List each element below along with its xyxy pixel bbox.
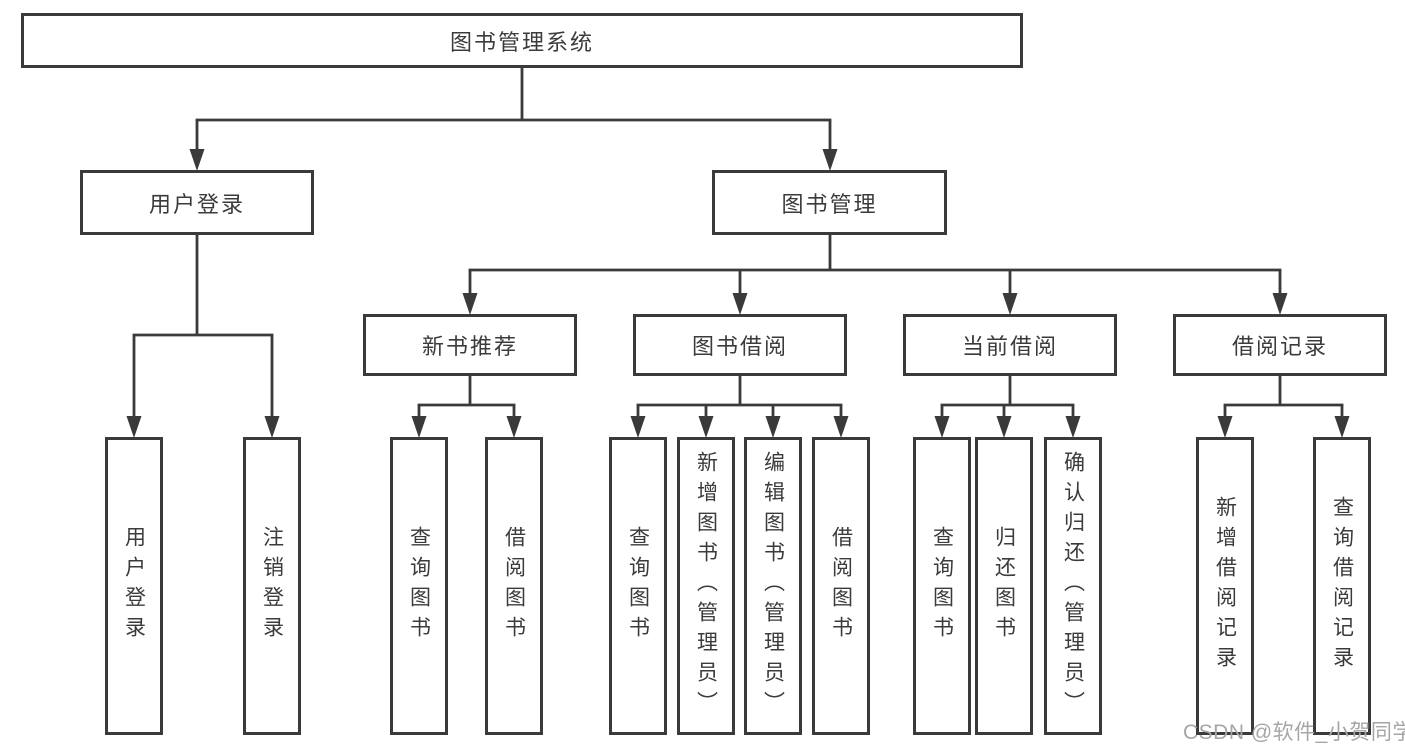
leaf-query-books-current: 查询图书 bbox=[913, 437, 971, 735]
leaf-user-login: 用户登录 bbox=[105, 437, 163, 735]
leaf-borrow-books-recommend: 借阅图书 bbox=[485, 437, 543, 735]
node-label: 新书推荐 bbox=[421, 334, 518, 359]
node-label: 图书借阅 bbox=[691, 334, 788, 359]
leaf-label: 借阅图书 bbox=[829, 526, 853, 646]
leaf-label: 新增图书（管理员） bbox=[694, 451, 718, 721]
node-label: 用户登录 bbox=[148, 191, 245, 217]
leaf-confirm-return-admin: 确认归还（管理员） bbox=[1044, 437, 1102, 735]
node-current-borrowing: 当前借阅 bbox=[903, 314, 1117, 376]
leaf-query-books-borrow: 查询图书 bbox=[609, 437, 667, 735]
leaf-query-borrow-record: 查询借阅记录 bbox=[1313, 437, 1371, 735]
node-label: 当前借阅 bbox=[961, 334, 1058, 359]
leaf-label: 确认归还（管理员） bbox=[1061, 451, 1085, 721]
leaf-logout: 注销登录 bbox=[243, 437, 301, 735]
node-book-borrowing: 图书借阅 bbox=[633, 314, 847, 376]
leaf-add-books-admin: 新增图书（管理员） bbox=[677, 437, 735, 735]
leaf-label: 归还图书 bbox=[992, 526, 1016, 646]
leaf-borrow-books: 借阅图书 bbox=[812, 437, 870, 735]
node-label: 图书管理 bbox=[781, 191, 878, 217]
node-label: 图书管理系统 bbox=[449, 29, 594, 55]
leaf-label: 查询图书 bbox=[626, 526, 650, 646]
leaf-label: 查询借阅记录 bbox=[1330, 496, 1354, 676]
leaf-edit-books-admin: 编辑图书（管理员） bbox=[744, 437, 802, 735]
leaf-label: 查询图书 bbox=[407, 526, 431, 646]
leaf-return-books: 归还图书 bbox=[975, 437, 1033, 735]
leaf-label: 用户登录 bbox=[122, 526, 146, 646]
node-label: 借阅记录 bbox=[1231, 334, 1328, 359]
leaf-label: 新增借阅记录 bbox=[1213, 496, 1237, 676]
leaf-add-borrow-record: 新增借阅记录 bbox=[1196, 437, 1254, 735]
node-borrowing-records: 借阅记录 bbox=[1173, 314, 1387, 376]
node-book-management: 图书管理 bbox=[712, 170, 947, 235]
leaf-label: 编辑图书（管理员） bbox=[761, 451, 785, 721]
node-library-management-system: 图书管理系统 bbox=[21, 13, 1023, 68]
leaf-query-books-recommend: 查询图书 bbox=[390, 437, 448, 735]
leaf-label: 注销登录 bbox=[260, 526, 284, 646]
leaf-label: 查询图书 bbox=[930, 526, 954, 646]
node-new-book-recommendation: 新书推荐 bbox=[363, 314, 577, 376]
csdn-watermark: CSDN @软件_小贺同学 bbox=[1183, 721, 1405, 744]
node-user-login: 用户登录 bbox=[80, 170, 314, 235]
leaf-label: 借阅图书 bbox=[502, 526, 526, 646]
